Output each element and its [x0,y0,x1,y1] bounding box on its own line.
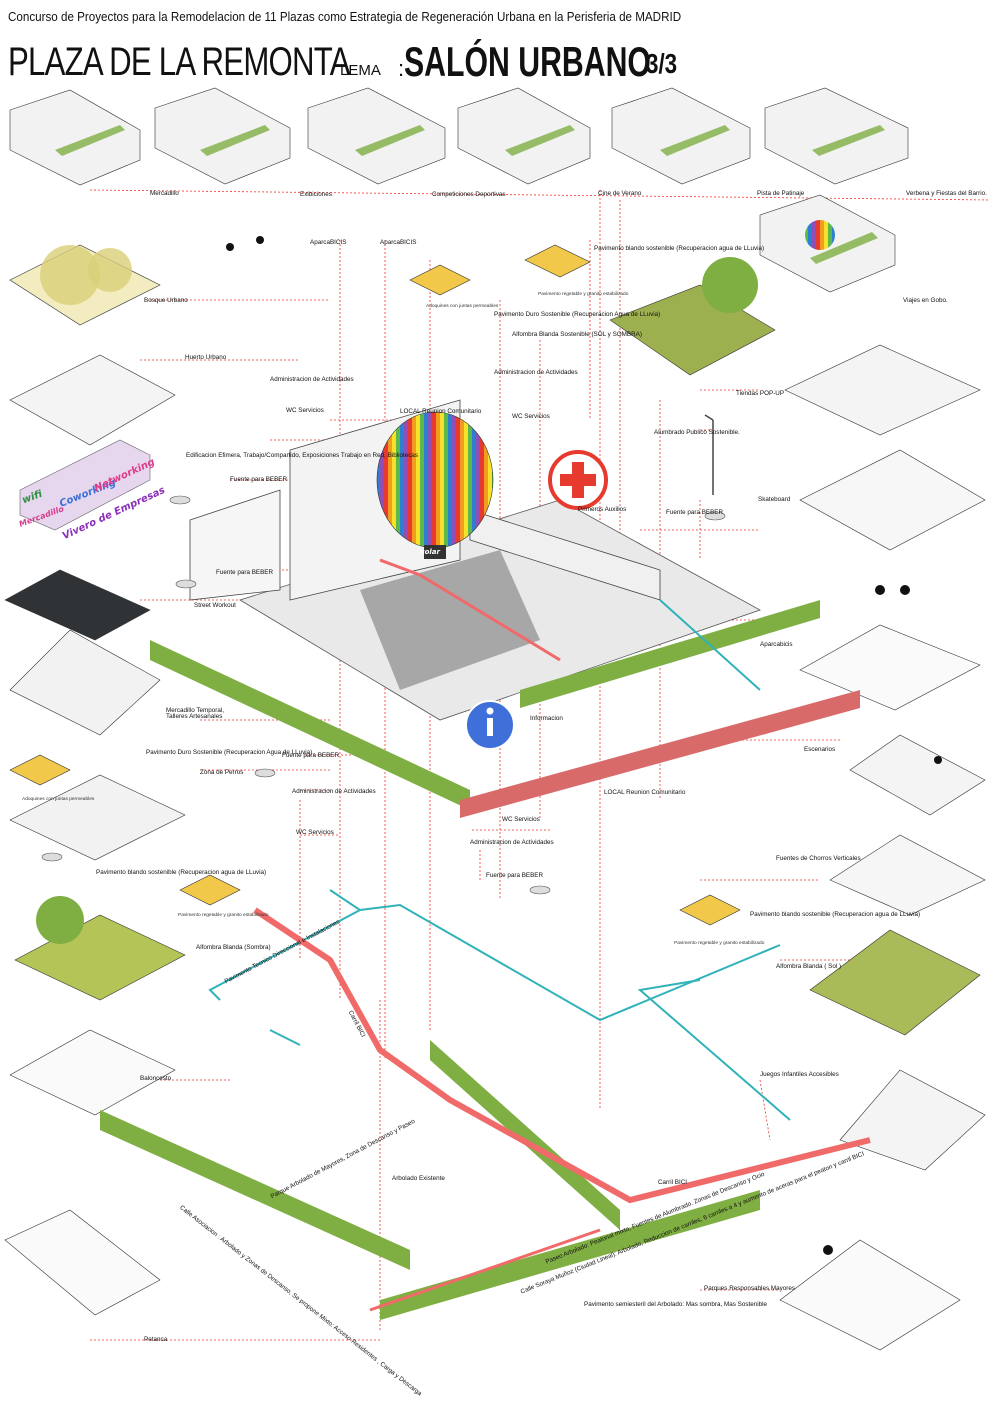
callout-label: Fuentes de Chorros Verticales [776,855,861,862]
callout-label: Administracion de Actividades [292,788,376,795]
callout-label: Administracion de Actividades [270,376,354,383]
sheet-number: 3/3 [646,48,678,79]
mini-buildings [9,244,741,926]
event-label: Verbena y Fiestas del Barrio. [906,190,987,197]
callout-label: AparcaBICIS [310,239,347,246]
material-caption: Pavimento regetable y granito estabiliza… [674,941,765,946]
people-silhouettes [226,236,942,1255]
material-caption: Adoquines con juntas permeables [426,304,499,309]
tree-rows [100,600,860,1320]
callout-label: WC Servicios [296,829,334,836]
cowork-sign [19,439,151,531]
callout-label: Tiendas POP-UP [736,390,785,397]
balloon-text: volar [420,548,440,556]
callout-label: Pavimento blando sostenible (Recuperacio… [594,245,765,252]
material-caption: Pavimento regetable y granito estabiliza… [538,292,629,297]
event-label: Cine de Verano [598,190,642,197]
callout-label: Huerto Urbano [185,354,227,361]
callout-label: Edificacion Efimera, Trabajo/Compartido,… [186,452,419,459]
callout-label: Arbolado Existente [392,1175,445,1182]
event-label: Viajes en Gobo. [903,297,948,304]
lema-title: SALÓN URBANO [404,38,651,85]
fountains [41,495,726,895]
hot-air-balloon [376,411,494,559]
tree-canopies [36,245,758,944]
street-lamp [704,414,714,495]
material-caption: Adoquines con juntas permeables [22,797,95,802]
callout-label: Skateboard [758,496,791,503]
callout-label: Pavimento semiesteril del Arbolado: Mas … [584,1301,768,1308]
event-label: Exibiciones [300,191,332,198]
callout-label: Alumbrado Publico Sostenible. [654,429,740,436]
contest-header: Concurso de Proyectos para la Remodelaci… [8,10,682,24]
first-aid-icon [548,450,608,510]
callout-label: Street Workout [194,602,236,609]
lema-label: LEMA [340,62,381,79]
callout-label: Alfombra Blanda (Sombra) [196,944,271,951]
callout-label: WC Servicios [286,407,324,414]
bike-lane [253,558,871,1312]
callout-label: Fuente para BEBER [216,569,274,576]
callout-label: Pavimento Duro Sostenible (Recuperacion … [146,749,313,756]
callout-label: LOCAL Reunion Comunitario [400,408,482,415]
callout-label: Baloncesto [140,1075,172,1082]
callout-label: Pavimento Duro Sostenible (Recuperacion … [494,311,661,318]
callout-label: WC Servicios [502,816,540,823]
event-label: Mercadillo [150,190,179,197]
callout-label: LOCAL Reunion Comunitario [604,789,686,796]
plaza-title: PLAZA DE LA REMONTA [8,40,351,84]
material-caption: Pavimento regetable y granito estabiliza… [178,913,269,918]
callout-label: Aparcabicis [760,641,793,648]
event-label: Pista de Patinaje [757,190,805,197]
callout-label: Fuente para BEBER [282,752,340,759]
callout-label: Carril BICI [658,1179,688,1186]
callout-label: Administracion de Actividades [470,839,554,846]
callout-label: Fuente para BEBER [486,872,544,879]
info-icon [465,700,515,750]
callout-label: AparcaBICIS [380,239,417,246]
event-label: Competiciones Deportivas [432,191,506,198]
callout-label: Administracion de Actividades [494,369,578,376]
callout-label: Zona de Perros [200,769,244,776]
callout-label: Alfombra Blanda ( Sol ) [776,963,842,970]
callout-label: Fuente para BEBER [230,476,288,483]
callout-label: Pavimento blando sostenible (Recuperacio… [96,869,267,876]
callout-label: WC Servicios [512,413,550,420]
callout-label: Primeros Auxilios [578,506,627,513]
callout-label: Alfombra Blanda Sostenible (SOL y SOMBRA… [512,331,642,338]
callout-label: Mercadillo Temporal, Talleres Artesanale… [166,707,224,721]
callout-label: Petanca [144,1336,168,1343]
callout-label: Informacion [530,715,563,722]
callout-label: Bosque Urbano [144,297,188,304]
vignettes-left [4,244,186,1316]
callout-label: Juegos Infantiles Accesibles [760,1071,839,1078]
callout-label: Escenarios [804,746,836,753]
callout-label: Parques Responsables Mayores [704,1285,796,1292]
water-lines [208,599,791,1121]
event-blocks [9,87,909,293]
callout-label: Pavimento blando sostenible (Recuperacio… [750,911,921,918]
lema-colon: : [398,56,405,81]
callout-label: Fuente para BEBER [666,509,724,516]
